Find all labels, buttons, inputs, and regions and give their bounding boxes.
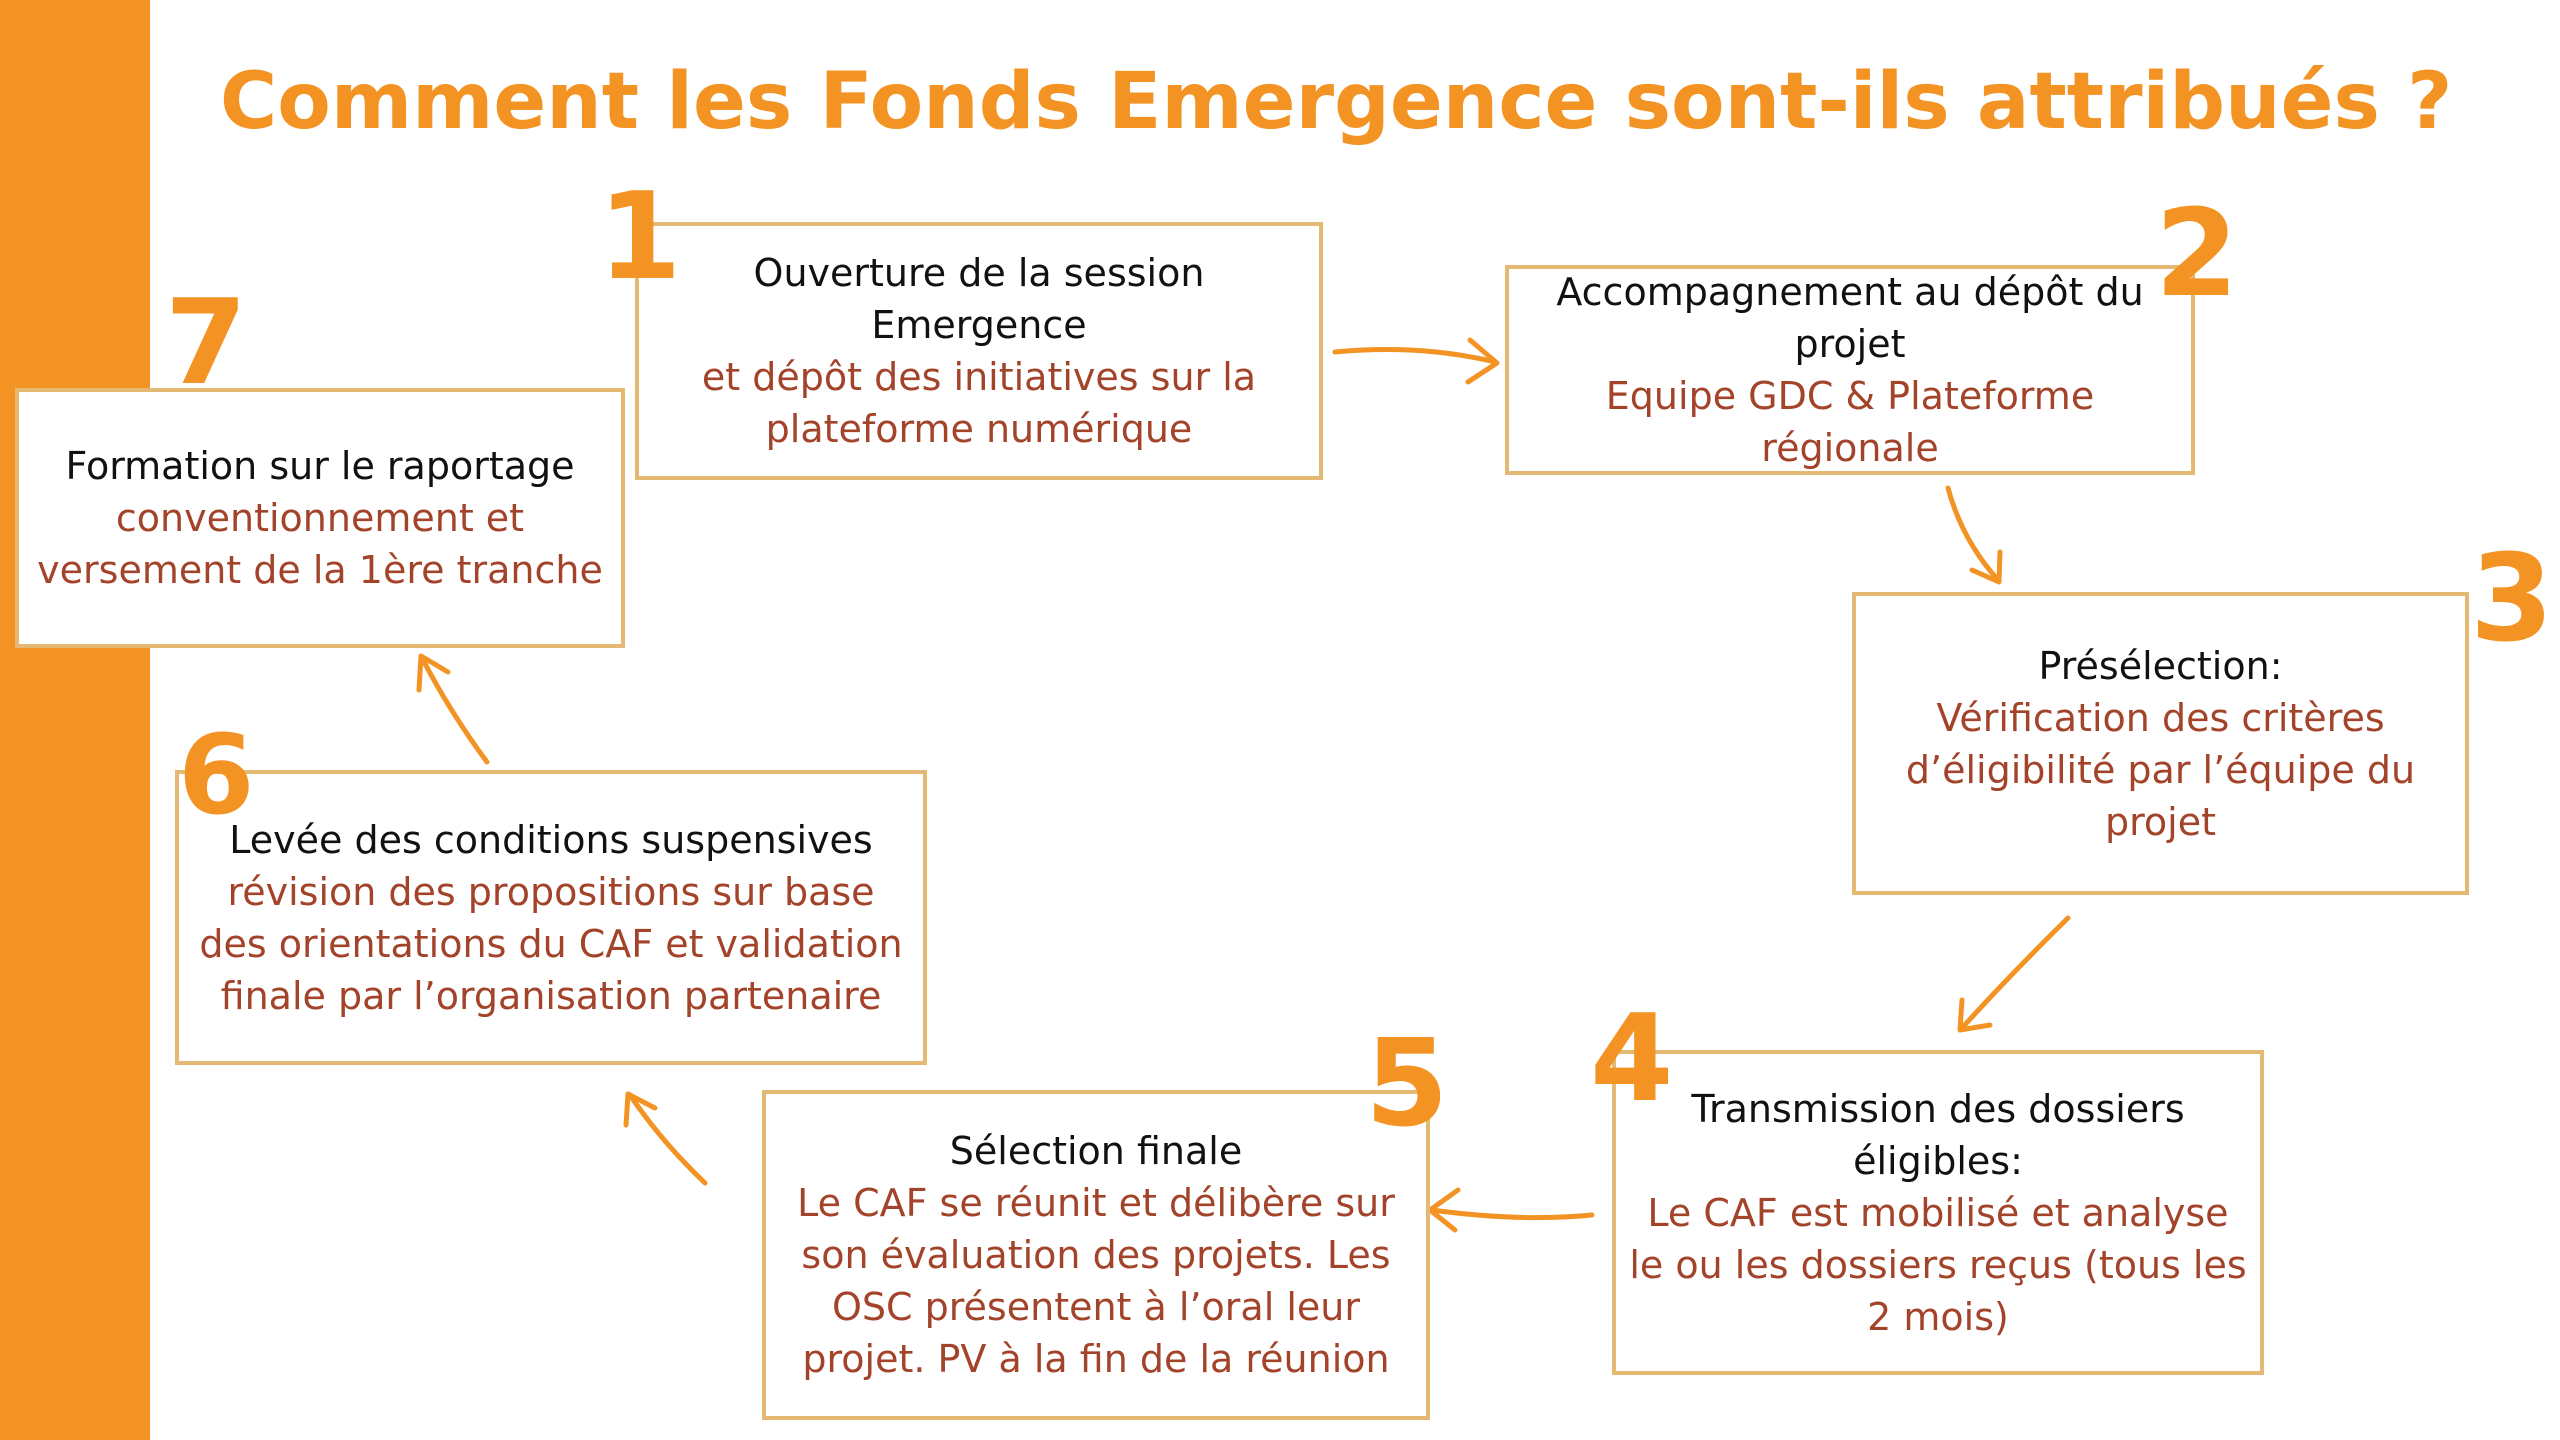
step-3-description: Vérification des critères d’éligibilité … <box>1905 695 2416 844</box>
step-4-box: Transmission des dossiers éligibles: Le … <box>1612 1050 2264 1375</box>
page-title: Comment les Fonds Emergence sont-ils att… <box>220 57 2453 147</box>
arrow-5-to-6 <box>623 1091 708 1186</box>
step-1-description: et dépôt des initiatives sur la platefor… <box>701 355 1257 451</box>
step-6-heading: Levée des conditions suspensives <box>229 817 873 862</box>
step-1-heading: Ouverture de la session Emergence <box>753 251 1205 347</box>
step-2-number: 2 <box>2155 185 2239 324</box>
step-3-box: Présélection: Vérification des critères … <box>1852 592 2469 895</box>
step-6-box: Levée des conditions suspensives révisio… <box>175 770 927 1065</box>
step-7-description: conventionnement et versement de la 1ère… <box>37 496 603 592</box>
step-2-description: Equipe GDC & Plateforme régionale <box>1605 374 2095 470</box>
step-2-box: Accompagnement au dépôt du projet Equipe… <box>1505 265 2195 475</box>
step-4-description: Le CAF est mobilisé et analyse le ou les… <box>1629 1190 2247 1339</box>
step-1-number: 1 <box>598 168 682 307</box>
step-5-description: Le CAF se réunit et délibère sur son éva… <box>797 1181 1395 1381</box>
step-6-number: 6 <box>178 711 255 839</box>
step-4-number: 4 <box>1590 990 1674 1129</box>
step-7-number: 7 <box>165 273 248 411</box>
step-7-box: Formation sur le raportage conventionnem… <box>15 388 625 648</box>
step-5-number: 5 <box>1365 1015 1449 1154</box>
step-2-heading: Accompagnement au dépôt du projet <box>1556 270 2144 366</box>
step-1-box: Ouverture de la session Emergence et dép… <box>635 222 1323 480</box>
arrow-6-to-7 <box>416 653 490 765</box>
arrow-4-to-5 <box>1427 1187 1595 1233</box>
arrow-2-to-3 <box>1945 485 2003 585</box>
step-4-heading: Transmission des dossiers éligibles: <box>1691 1086 2185 1183</box>
step-5-box: Sélection finale Le CAF se réunit et dél… <box>762 1090 1430 1420</box>
arrow-3-to-4 <box>1957 915 2071 1033</box>
step-5-heading: Sélection finale <box>949 1129 1243 1173</box>
orange-sidebar <box>0 0 150 1440</box>
step-6-description: révision des propositions sur base des o… <box>199 869 903 1018</box>
step-7-heading: Formation sur le raportage <box>65 444 575 488</box>
step-3-heading: Présélection: <box>2038 643 2283 688</box>
arrow-1-to-2 <box>1332 337 1500 385</box>
step-3-number: 3 <box>2470 530 2554 669</box>
